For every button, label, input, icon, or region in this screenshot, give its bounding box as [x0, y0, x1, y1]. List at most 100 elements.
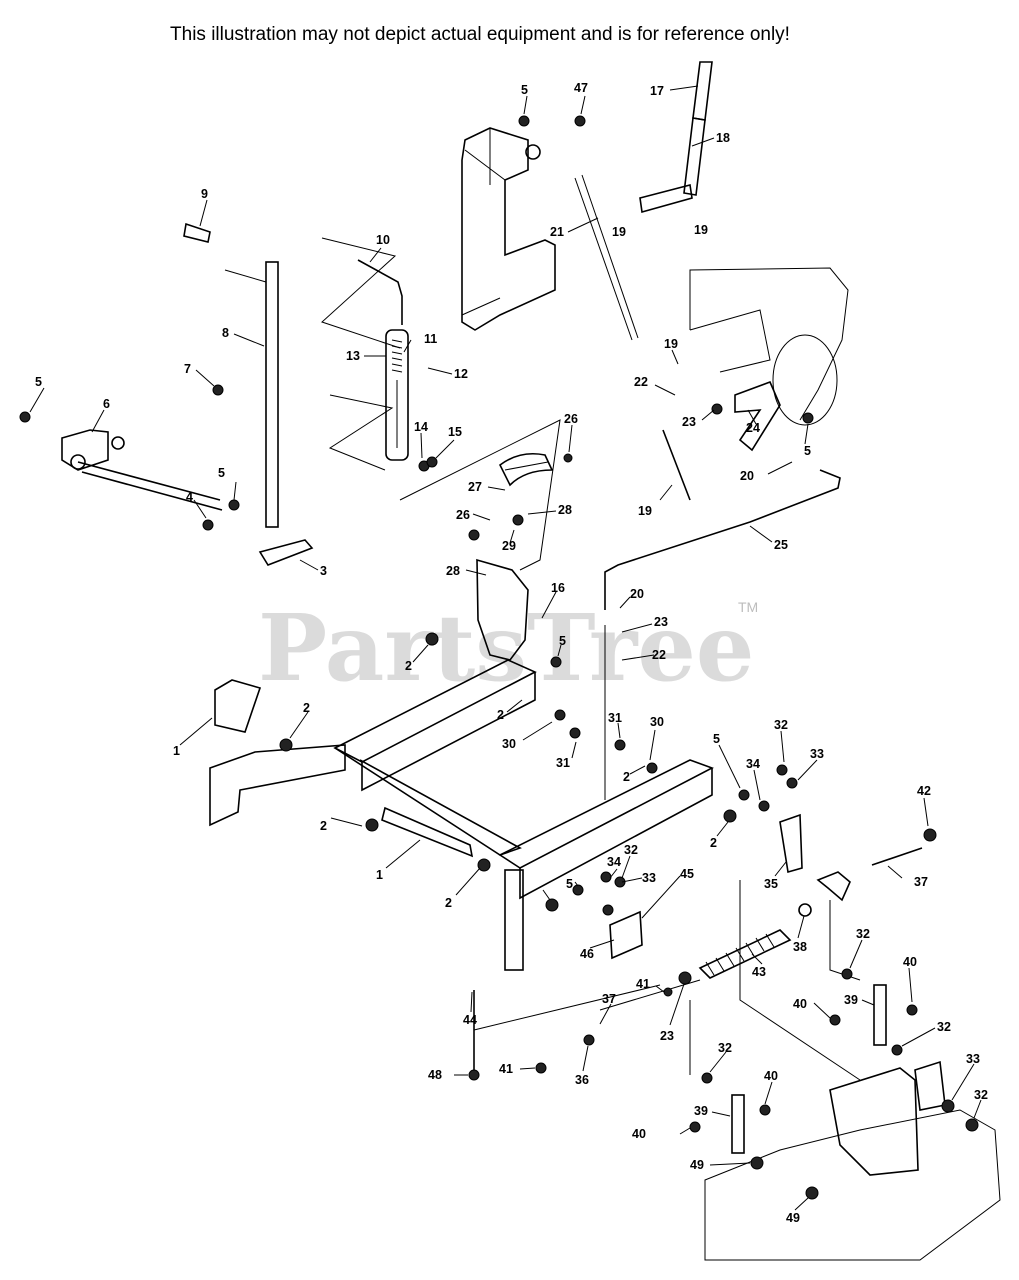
lift-handle	[574, 61, 713, 341]
callout-19[interactable]: 19	[664, 337, 678, 351]
callout-39[interactable]: 39	[694, 1104, 708, 1118]
callout-2[interactable]: 2	[623, 770, 630, 784]
callout-19[interactable]: 19	[638, 504, 652, 518]
callout-47[interactable]: 47	[574, 81, 588, 95]
callout-48[interactable]: 48	[428, 1068, 442, 1082]
callout-33[interactable]: 33	[810, 747, 824, 761]
callout-40[interactable]: 40	[632, 1127, 646, 1141]
pin-9	[183, 222, 211, 243]
leader-lines	[29, 85, 982, 1211]
callout-37[interactable]: 37	[914, 875, 928, 889]
callout-2[interactable]: 2	[497, 708, 504, 722]
callout-41[interactable]: 41	[499, 1062, 513, 1076]
callout-23[interactable]: 23	[660, 1029, 674, 1043]
callout-26[interactable]: 26	[564, 412, 578, 426]
callout-32[interactable]: 32	[624, 843, 638, 857]
callout-39[interactable]: 39	[844, 993, 858, 1007]
callout-32[interactable]: 32	[974, 1088, 988, 1102]
callout-21[interactable]: 21	[550, 225, 564, 239]
lower-right-parts	[698, 813, 923, 979]
callout-32[interactable]: 32	[937, 1020, 951, 1034]
callout-23[interactable]: 23	[654, 615, 668, 629]
callout-19[interactable]: 19	[612, 225, 626, 239]
callout-5[interactable]: 5	[566, 877, 573, 891]
callout-22[interactable]: 22	[634, 375, 648, 389]
link-39-upper	[873, 984, 887, 1046]
callout-1[interactable]: 1	[173, 744, 180, 758]
callout-7[interactable]: 7	[184, 362, 191, 376]
callout-49[interactable]: 49	[690, 1158, 704, 1172]
callout-5[interactable]: 5	[218, 466, 225, 480]
callout-2[interactable]: 2	[303, 701, 310, 715]
callout-5[interactable]: 5	[35, 375, 42, 389]
callout-46[interactable]: 46	[580, 947, 594, 961]
callout-22[interactable]: 22	[652, 648, 666, 662]
callout-16[interactable]: 16	[551, 581, 565, 595]
callout-32[interactable]: 32	[774, 718, 788, 732]
lift-link-8	[224, 261, 279, 528]
callout-17[interactable]: 17	[650, 84, 664, 98]
callout-1[interactable]: 1	[376, 868, 383, 882]
callout-5[interactable]: 5	[521, 83, 528, 97]
lift-frame	[209, 659, 714, 971]
watermark-tm: TM	[738, 599, 758, 615]
lift-rod-25	[604, 469, 841, 610]
callout-37[interactable]: 37	[602, 992, 616, 1006]
callout-40[interactable]: 40	[903, 955, 917, 969]
callout-3[interactable]: 3	[320, 564, 327, 578]
callout-43[interactable]: 43	[752, 965, 766, 979]
callout-40[interactable]: 40	[764, 1069, 778, 1083]
callout-36[interactable]: 36	[575, 1073, 589, 1087]
callout-35[interactable]: 35	[764, 877, 778, 891]
callout-2[interactable]: 2	[710, 836, 717, 850]
callout-18[interactable]: 18	[716, 131, 730, 145]
callout-2[interactable]: 2	[445, 896, 452, 910]
callout-33[interactable]: 33	[966, 1052, 980, 1066]
callout-30[interactable]: 30	[502, 737, 516, 751]
callout-5[interactable]: 5	[559, 634, 566, 648]
callout-23[interactable]: 23	[682, 415, 696, 429]
callout-44[interactable]: 44	[463, 1013, 477, 1027]
callout-34[interactable]: 34	[607, 855, 621, 869]
callout-29[interactable]: 29	[502, 539, 516, 553]
callout-19[interactable]: 19	[694, 223, 708, 237]
callout-25[interactable]: 25	[774, 538, 788, 552]
callout-2[interactable]: 2	[405, 659, 412, 673]
left-pivot-assembly	[61, 429, 314, 566]
callout-27[interactable]: 27	[468, 480, 482, 494]
callout-9[interactable]: 9	[201, 187, 208, 201]
callout-28[interactable]: 28	[446, 564, 460, 578]
callout-32[interactable]: 32	[856, 927, 870, 941]
callout-10[interactable]: 10	[376, 233, 390, 247]
callout-2[interactable]: 2	[320, 819, 327, 833]
callout-14[interactable]: 14	[414, 420, 428, 434]
callout-15[interactable]: 15	[448, 425, 462, 439]
callout-33[interactable]: 33	[642, 871, 656, 885]
callout-31[interactable]: 31	[556, 756, 570, 770]
callout-40[interactable]: 40	[793, 997, 807, 1011]
callout-20[interactable]: 20	[740, 469, 754, 483]
callout-11[interactable]: 11	[424, 332, 437, 346]
callout-31[interactable]: 31	[608, 711, 622, 725]
callout-41[interactable]: 41	[636, 977, 650, 991]
callout-5[interactable]: 5	[804, 444, 811, 458]
callout-4[interactable]: 4	[186, 490, 193, 504]
callout-5[interactable]: 5	[713, 732, 720, 746]
callout-26[interactable]: 26	[456, 508, 470, 522]
callout-6[interactable]: 6	[103, 397, 110, 411]
callout-45[interactable]: 45	[680, 867, 694, 881]
upper-mount-bracket	[461, 127, 556, 331]
right-housing	[662, 267, 849, 501]
callout-8[interactable]: 8	[222, 326, 229, 340]
callout-24[interactable]: 24	[746, 421, 760, 435]
callout-28[interactable]: 28	[558, 503, 572, 517]
callout-42[interactable]: 42	[917, 784, 931, 798]
callout-13[interactable]: 13	[346, 349, 360, 363]
callout-38[interactable]: 38	[793, 940, 807, 954]
callout-49[interactable]: 49	[786, 1211, 800, 1225]
callout-20[interactable]: 20	[630, 587, 644, 601]
callout-12[interactable]: 12	[454, 367, 468, 381]
callout-34[interactable]: 34	[746, 757, 760, 771]
callout-30[interactable]: 30	[650, 715, 664, 729]
callout-32[interactable]: 32	[718, 1041, 732, 1055]
